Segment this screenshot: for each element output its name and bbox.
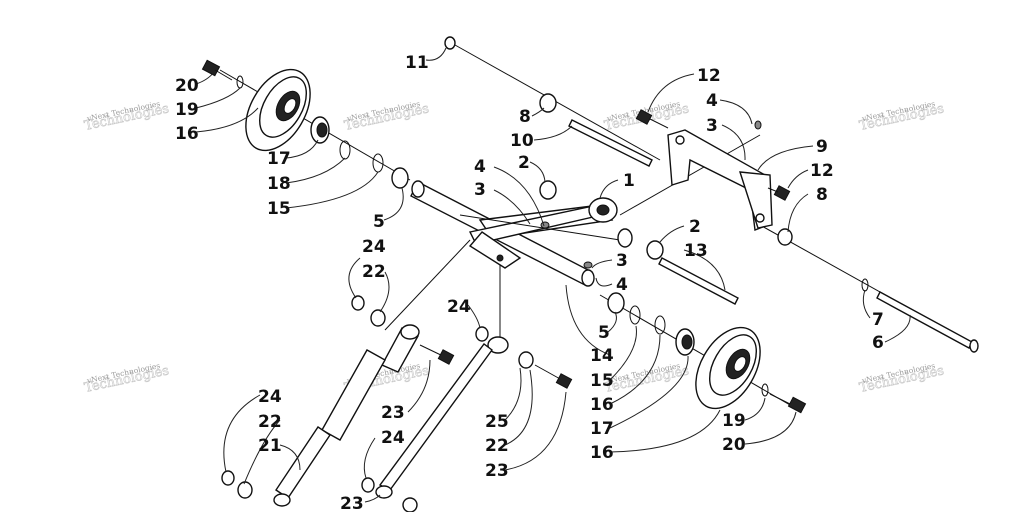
callout-23: 23 <box>340 494 364 512</box>
idler-wheel-right <box>695 326 761 410</box>
callout-17: 17 <box>267 149 291 169</box>
callout-21: 21 <box>258 436 282 456</box>
callout-5: 5 <box>598 323 610 343</box>
callout-19: 19 <box>175 100 199 120</box>
bolt-shock-upper <box>419 344 455 365</box>
callout-18: 18 <box>267 174 291 194</box>
callout-22: 22 <box>258 412 282 432</box>
callout-19: 19 <box>722 411 746 431</box>
callout-2: 2 <box>518 153 530 173</box>
watermark: Technologies vNext Technologies <box>858 99 946 134</box>
callout-20: 20 <box>175 76 199 96</box>
bolt-bracket-right <box>767 185 791 201</box>
callout-23: 23 <box>381 403 405 423</box>
callout-23: 23 <box>485 461 509 481</box>
washer-right-bottom <box>761 383 769 397</box>
callout-25: 25 <box>485 412 509 432</box>
callout-11: 11 <box>405 53 429 73</box>
callout-12: 12 <box>697 66 721 86</box>
callout-24: 24 <box>447 297 471 317</box>
watermark: Technologies vNext Technologies <box>603 361 691 396</box>
upper-shaft <box>568 119 653 167</box>
callout-15: 15 <box>590 371 614 391</box>
bushing-lower <box>607 292 625 314</box>
callout-6: 6 <box>872 333 884 353</box>
callout-16: 16 <box>590 395 614 415</box>
bushings-shock-upper <box>351 295 386 327</box>
callouts: 1 2 2 3 3 3 4 4 4 5 5 6 7 8 8 9 10 11 12… <box>175 53 884 512</box>
bolt-bracket-upper <box>635 109 669 129</box>
bearing-left <box>310 116 330 144</box>
bolt-right-bottom <box>769 393 807 414</box>
callout-16: 16 <box>175 124 199 144</box>
bushing-left <box>391 167 409 189</box>
callout-10: 10 <box>510 131 534 151</box>
link-rod <box>361 326 573 512</box>
nut-top <box>444 36 456 50</box>
callout-5: 5 <box>373 212 385 232</box>
lower-shaft <box>646 240 739 305</box>
callout-20: 20 <box>722 435 746 455</box>
callout-16: 16 <box>590 443 614 463</box>
watermark: Technologies vNext Technologies <box>858 361 946 396</box>
callout-7: 7 <box>872 310 884 330</box>
callout-8: 8 <box>519 107 531 127</box>
watermark: Technologies vNext Technologies <box>83 99 171 134</box>
callout-24: 24 <box>258 387 282 407</box>
callout-24: 24 <box>381 428 405 448</box>
callout-8: 8 <box>816 185 828 205</box>
bushing-upper <box>539 93 557 200</box>
callout-1: 1 <box>623 171 635 191</box>
idler-wheel-left <box>245 68 311 152</box>
watermark: Technologies vNext Technologies <box>83 361 171 396</box>
callout-9: 9 <box>816 137 828 157</box>
callout-2: 2 <box>689 217 701 237</box>
callout-4: 4 <box>474 157 486 177</box>
snap-ring-right <box>629 305 666 335</box>
rear-arm <box>410 180 633 287</box>
bushing-right <box>777 228 793 246</box>
callout-22: 22 <box>485 436 509 456</box>
watermark: Technologies vNext Technologies <box>343 99 431 134</box>
callout-3: 3 <box>474 180 486 200</box>
bearing-right <box>675 328 695 356</box>
callout-12: 12 <box>810 161 834 181</box>
callout-3: 3 <box>616 251 628 271</box>
bolt-left-top <box>201 59 233 81</box>
callout-4: 4 <box>706 91 718 111</box>
callout-15: 15 <box>267 199 291 219</box>
callout-22: 22 <box>362 262 386 282</box>
callout-13: 13 <box>684 241 708 261</box>
leader-lines <box>195 47 911 503</box>
callout-3: 3 <box>706 116 718 136</box>
callout-17: 17 <box>590 419 614 439</box>
snap-ring-left <box>339 140 384 173</box>
callout-24: 24 <box>362 237 386 257</box>
callout-4: 4 <box>616 275 628 295</box>
long-bolt <box>861 278 979 353</box>
mounting-bracket <box>667 129 773 231</box>
callout-14: 14 <box>590 346 614 366</box>
shock-absorber <box>273 324 420 507</box>
